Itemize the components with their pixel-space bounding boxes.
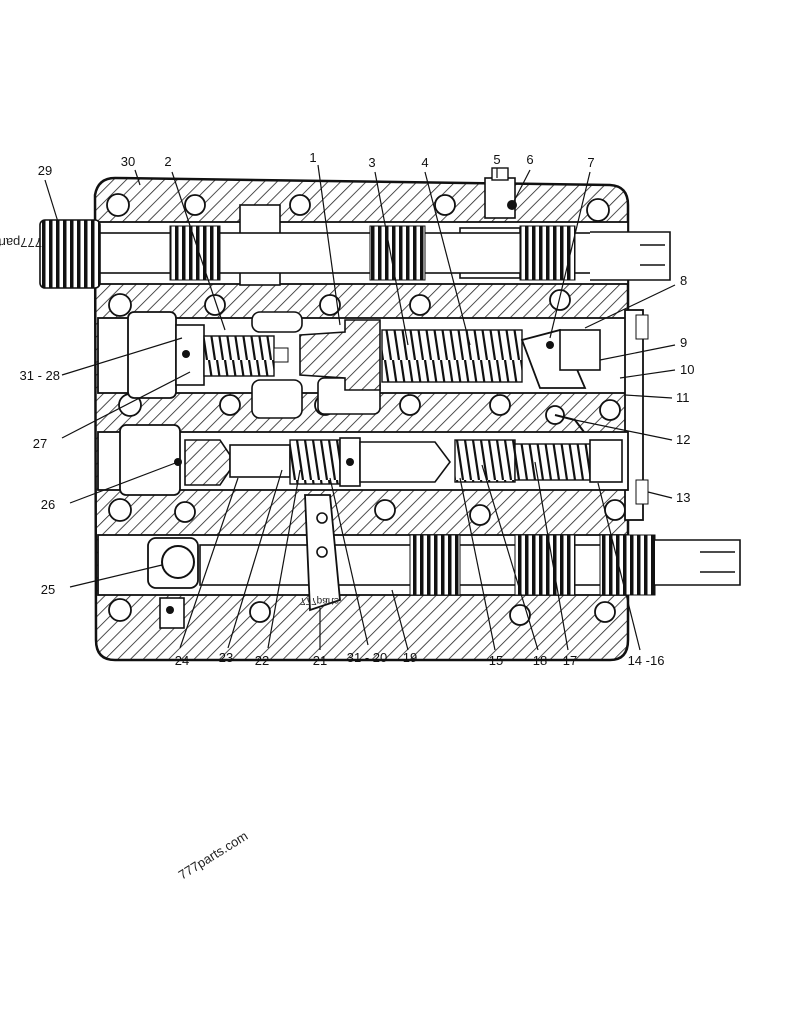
callout-31-28: 31 - 28: [20, 368, 60, 383]
watermark-mirrored-top: 777parts: [0, 235, 42, 250]
callout-18: 18: [533, 653, 547, 668]
callout-17: 17: [563, 653, 577, 668]
threaded-plug-29: [39, 219, 101, 289]
callout-24: 24: [175, 653, 189, 668]
callout-23: 23: [219, 650, 233, 665]
callout-29: 29: [38, 163, 52, 178]
callout-8: 8: [680, 273, 687, 288]
callout-15: 15: [489, 653, 503, 668]
detent-pin-5: [484, 167, 517, 219]
watermark-mirrored-inner: 777parts: [300, 595, 339, 606]
callout-4: 4: [421, 155, 428, 170]
callout-30: 30: [121, 154, 135, 169]
callout-14-16: 14 -16: [628, 653, 665, 668]
callout-7: 7: [587, 155, 594, 170]
callout-6: 6: [526, 152, 533, 167]
callout-5: 5: [493, 152, 500, 167]
callout-12: 12: [676, 432, 690, 447]
watermark-main: 777parts.com: [176, 828, 251, 882]
callout-10: 10: [680, 362, 694, 377]
callout-11: 11: [676, 390, 690, 405]
callout-1: 1: [309, 150, 316, 165]
spool-top: [97, 225, 671, 281]
callout-3: 3: [368, 155, 375, 170]
end-cover-right: [624, 309, 649, 521]
callout-26: 26: [41, 497, 55, 512]
check-valve-25: [147, 537, 199, 629]
callout-27: 27: [33, 436, 47, 451]
leader-lines: [44, 164, 676, 651]
callout-22: 22: [255, 653, 269, 668]
callout-13: 13: [676, 490, 690, 505]
callout-9: 9: [680, 335, 687, 350]
callout-21: 21: [313, 653, 327, 668]
callout-31-20: 31 - 20: [347, 650, 387, 665]
callout-19: 19: [403, 650, 417, 665]
callout-25: 25: [41, 582, 55, 597]
spool-bottom: [199, 534, 741, 596]
detent-21: [304, 494, 341, 612]
callout-2: 2: [164, 154, 171, 169]
spool-middle: [175, 319, 601, 391]
callout-labels: 29 30 2 1 3 4 5 6 7 8 9 10 11 12 13 14 -…: [20, 150, 695, 668]
